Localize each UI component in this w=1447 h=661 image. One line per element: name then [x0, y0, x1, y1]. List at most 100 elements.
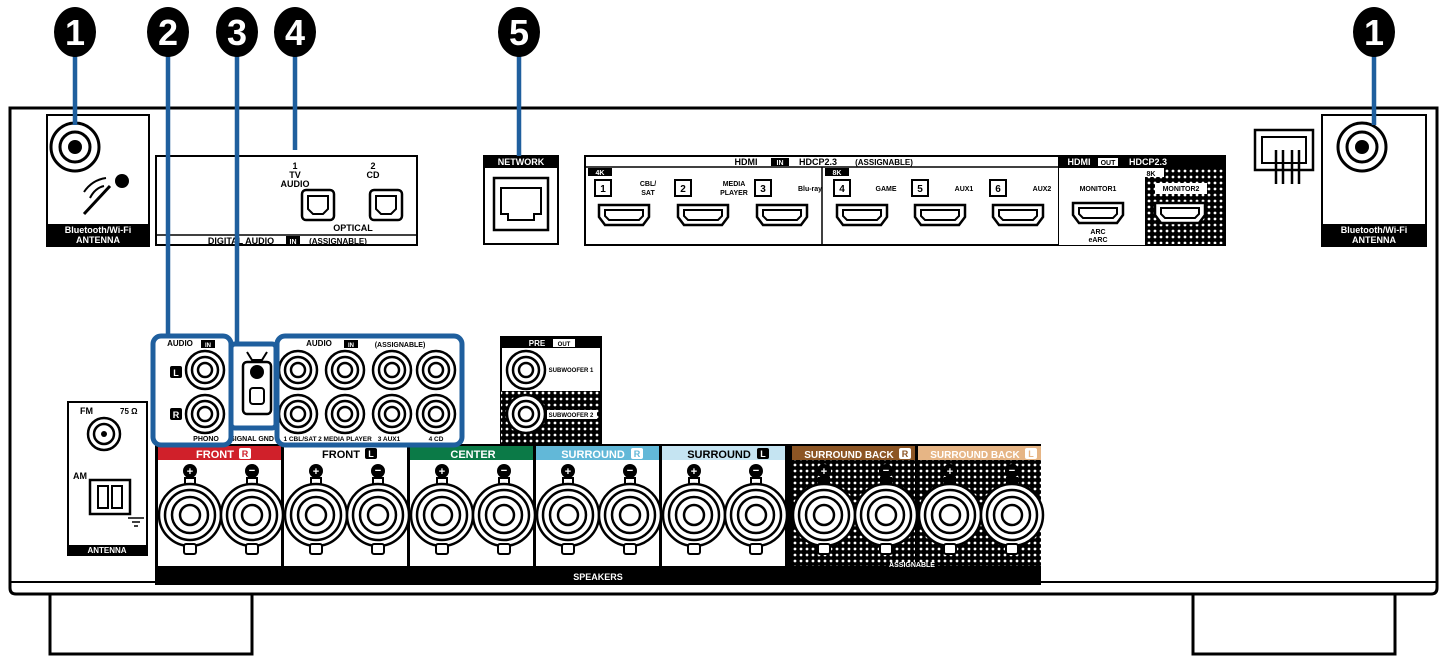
fm-label: FM	[80, 406, 93, 416]
bt-antenna-right[interactable]: Bluetooth/Wi-Fi ANTENNA	[1321, 114, 1427, 247]
port-number: 3	[760, 184, 766, 195]
port-number: 1	[600, 184, 606, 195]
phono-r-jack[interactable]	[184, 393, 226, 435]
plus-icon: +	[565, 466, 571, 478]
audio-in-jack-label: 4 CD	[429, 436, 444, 443]
speaker-channel-badge: R	[902, 449, 909, 459]
foot-right	[1191, 592, 1397, 656]
opt1-line2: AUDIO	[281, 179, 310, 189]
speaker-post-negative[interactable]	[471, 482, 537, 548]
hdmi-out-section: HDMI OUT HDCP2.3 8K MONITOR1 MONITOR2 AR…	[1058, 155, 1226, 246]
audio-in-jack-pair-4[interactable]: 4 CD	[415, 349, 457, 443]
audio-in-jack-label: 2 MEDIA PLAYER	[318, 436, 372, 443]
minus-icon: −	[1009, 465, 1015, 477]
opt1-num: 1	[292, 161, 297, 171]
optical-port-1[interactable]	[300, 188, 336, 222]
pre-out-title: PRE	[529, 339, 546, 348]
highlight-boxes	[150, 333, 465, 448]
speaker-post-positive[interactable]	[535, 482, 601, 548]
speaker-post-negative[interactable]	[345, 482, 411, 548]
hdmi-out-hdcp: HDCP2.3	[1129, 157, 1167, 167]
callout-3: 3	[216, 7, 258, 57]
am-terminal[interactable]	[88, 478, 144, 527]
opt1-line1: TV	[289, 170, 301, 180]
callout-number: 3	[227, 12, 247, 53]
audio-in-jack-pair-1[interactable]: 1 CBL/SAT	[277, 349, 319, 443]
fm-connector[interactable]	[86, 416, 122, 452]
network-port[interactable]: NETWORK	[483, 155, 559, 245]
callout-5: 5	[498, 7, 540, 57]
speaker-post-negative[interactable]	[219, 482, 285, 548]
sub1-label: SUBWOOFER 1	[549, 368, 594, 374]
hdmi-out-monitor1[interactable]	[1071, 201, 1125, 225]
speaker-post-negative[interactable]	[723, 482, 789, 548]
speaker-post-positive[interactable]	[661, 482, 727, 548]
audio-in2-assign: (ASSIGNABLE)	[375, 342, 426, 349]
minus-icon: −	[627, 465, 633, 477]
hdmi-out-title: HDMI	[1068, 157, 1091, 167]
arc-label: ARC	[1090, 229, 1105, 236]
port-label-1: GAME	[876, 186, 897, 193]
speaker-post-negative[interactable]	[597, 482, 663, 548]
phono-l-jack[interactable]	[184, 349, 226, 391]
optical-label: OPTICAL	[333, 223, 373, 233]
hdmi-in-port-3[interactable]: 3 Blu-ray	[754, 179, 822, 227]
foot-left	[48, 592, 254, 656]
digital-audio-section: 1 TV AUDIO 2 CD OPTICAL DIGITAL AUDIO IN…	[155, 155, 418, 246]
monitor1-label: MONITOR1	[1080, 186, 1117, 193]
audio-in2-title: AUDIO	[306, 339, 332, 348]
port-label-1: Blu-ray	[798, 186, 822, 193]
speaker-post-positive[interactable]	[283, 482, 349, 548]
port-label-2: SAT	[641, 190, 655, 197]
speakers-label: SPEAKERS	[573, 572, 623, 582]
speaker-post-positive[interactable]	[917, 482, 983, 548]
phono-label: PHONO	[193, 436, 219, 443]
callout-number: 1	[65, 12, 85, 53]
callout-1: 1	[54, 7, 96, 57]
port-number: 2	[680, 184, 686, 195]
minus-icon: −	[753, 465, 759, 477]
plus-icon: +	[821, 466, 827, 478]
callout-number: 1	[1364, 12, 1384, 53]
subwoofer2-jack[interactable]	[505, 393, 547, 435]
speaker-post-positive[interactable]	[157, 482, 223, 548]
speaker-post-negative[interactable]	[853, 482, 919, 548]
signal-gnd-terminal[interactable]: SIGNAL GND	[230, 351, 274, 443]
bt-label-line1: Bluetooth/Wi-Fi	[65, 225, 131, 235]
callout-number: 2	[158, 12, 178, 53]
hdmi-out-monitor2[interactable]	[1153, 201, 1207, 225]
digital-assign-label: (ASSIGNABLE)	[309, 237, 367, 246]
bt-antenna-left[interactable]: Bluetooth/Wi-Fi ANTENNA	[46, 114, 150, 247]
pre-out-section: PRE OUT SUBWOOFER 1 SUBWOOFER 2	[500, 336, 602, 446]
speaker-channel-badge: R	[634, 449, 641, 459]
speaker-post-negative[interactable]	[979, 482, 1045, 548]
audio-in-jack-pair-2[interactable]: 2 MEDIA PLAYER	[318, 349, 372, 443]
audio-in-jack-pair-3[interactable]: 3 AUX1	[371, 349, 413, 443]
port-number: 5	[917, 184, 923, 195]
port-label-1: AUX2	[1033, 186, 1052, 193]
minus-icon: −	[375, 465, 381, 477]
subwoofer1-jack[interactable]	[505, 349, 547, 391]
plus-icon: +	[313, 466, 319, 478]
speaker-post-positive[interactable]	[409, 482, 475, 548]
optical-port-2[interactable]	[368, 188, 404, 222]
callout-2: 2	[147, 7, 189, 57]
audio-in2-badge: IN	[348, 343, 354, 349]
speaker-post-positive[interactable]	[791, 482, 857, 548]
phono-r-badge: R	[173, 410, 180, 420]
